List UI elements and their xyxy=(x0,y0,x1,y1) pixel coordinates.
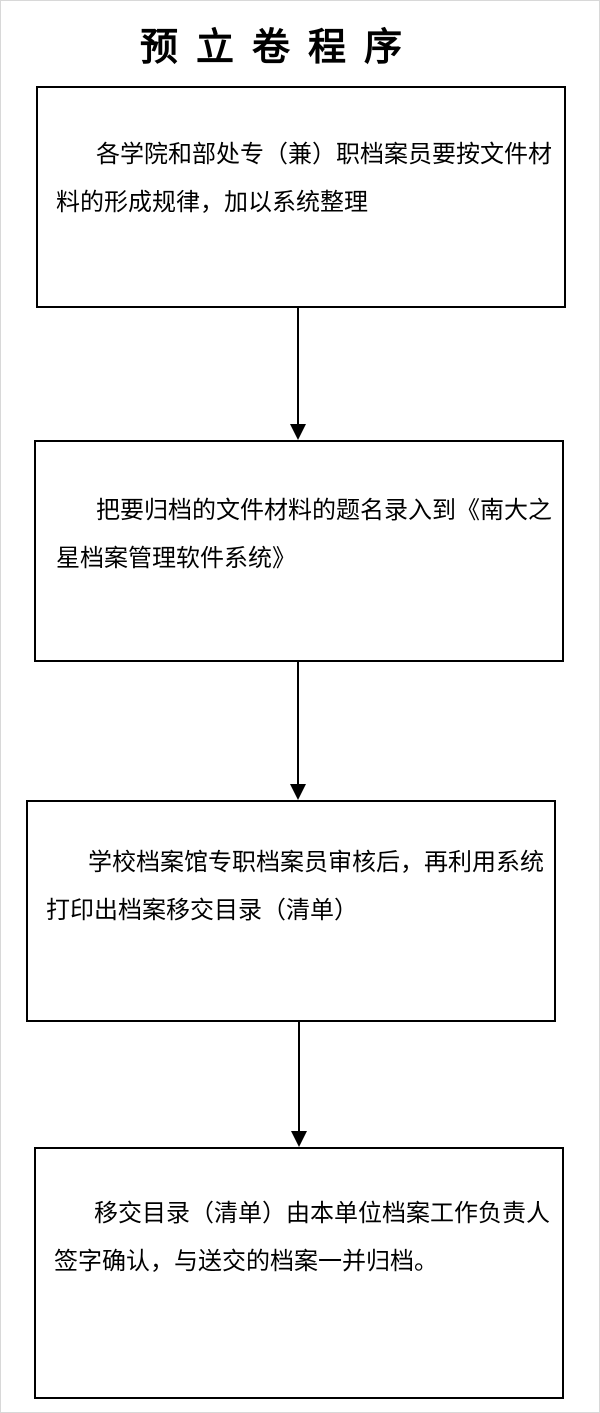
step-text-3: 学校档案馆专职档案员审核后，再利用系统打印出档案移交目录（清单） xyxy=(46,848,544,924)
flow-arrow-2 xyxy=(288,662,308,800)
step-box-2: 把要归档的文件材料的题名录入到《南大之星档案管理软件系统》 xyxy=(34,440,564,662)
flow-arrow-3 xyxy=(289,1022,309,1147)
arrow-down-icon xyxy=(290,424,306,440)
step-text-4: 移交目录（清单）由本单位档案工作负责人签字确认，与送交的档案一并归档。 xyxy=(54,1199,550,1275)
step-text-2: 把要归档的文件材料的题名录入到《南大之星档案管理软件系统》 xyxy=(56,496,552,572)
arrow-shaft xyxy=(297,308,299,426)
flow-arrow-1 xyxy=(288,308,308,440)
arrow-shaft xyxy=(298,1022,300,1133)
arrow-shaft xyxy=(297,662,299,786)
diagram-title: 预立卷程序 xyxy=(139,24,420,69)
arrow-down-icon xyxy=(291,1131,307,1147)
step-box-4: 移交目录（清单）由本单位档案工作负责人签字确认，与送交的档案一并归档。 xyxy=(34,1147,564,1399)
step-text-1: 各学院和部处专（兼）职档案员要按文件材料的形成规律，加以系统整理 xyxy=(56,140,552,216)
step-box-3: 学校档案馆专职档案员审核后，再利用系统打印出档案移交目录（清单） xyxy=(26,800,556,1022)
step-box-1: 各学院和部处专（兼）职档案员要按文件材料的形成规律，加以系统整理 xyxy=(36,86,566,308)
arrow-down-icon xyxy=(290,784,306,800)
